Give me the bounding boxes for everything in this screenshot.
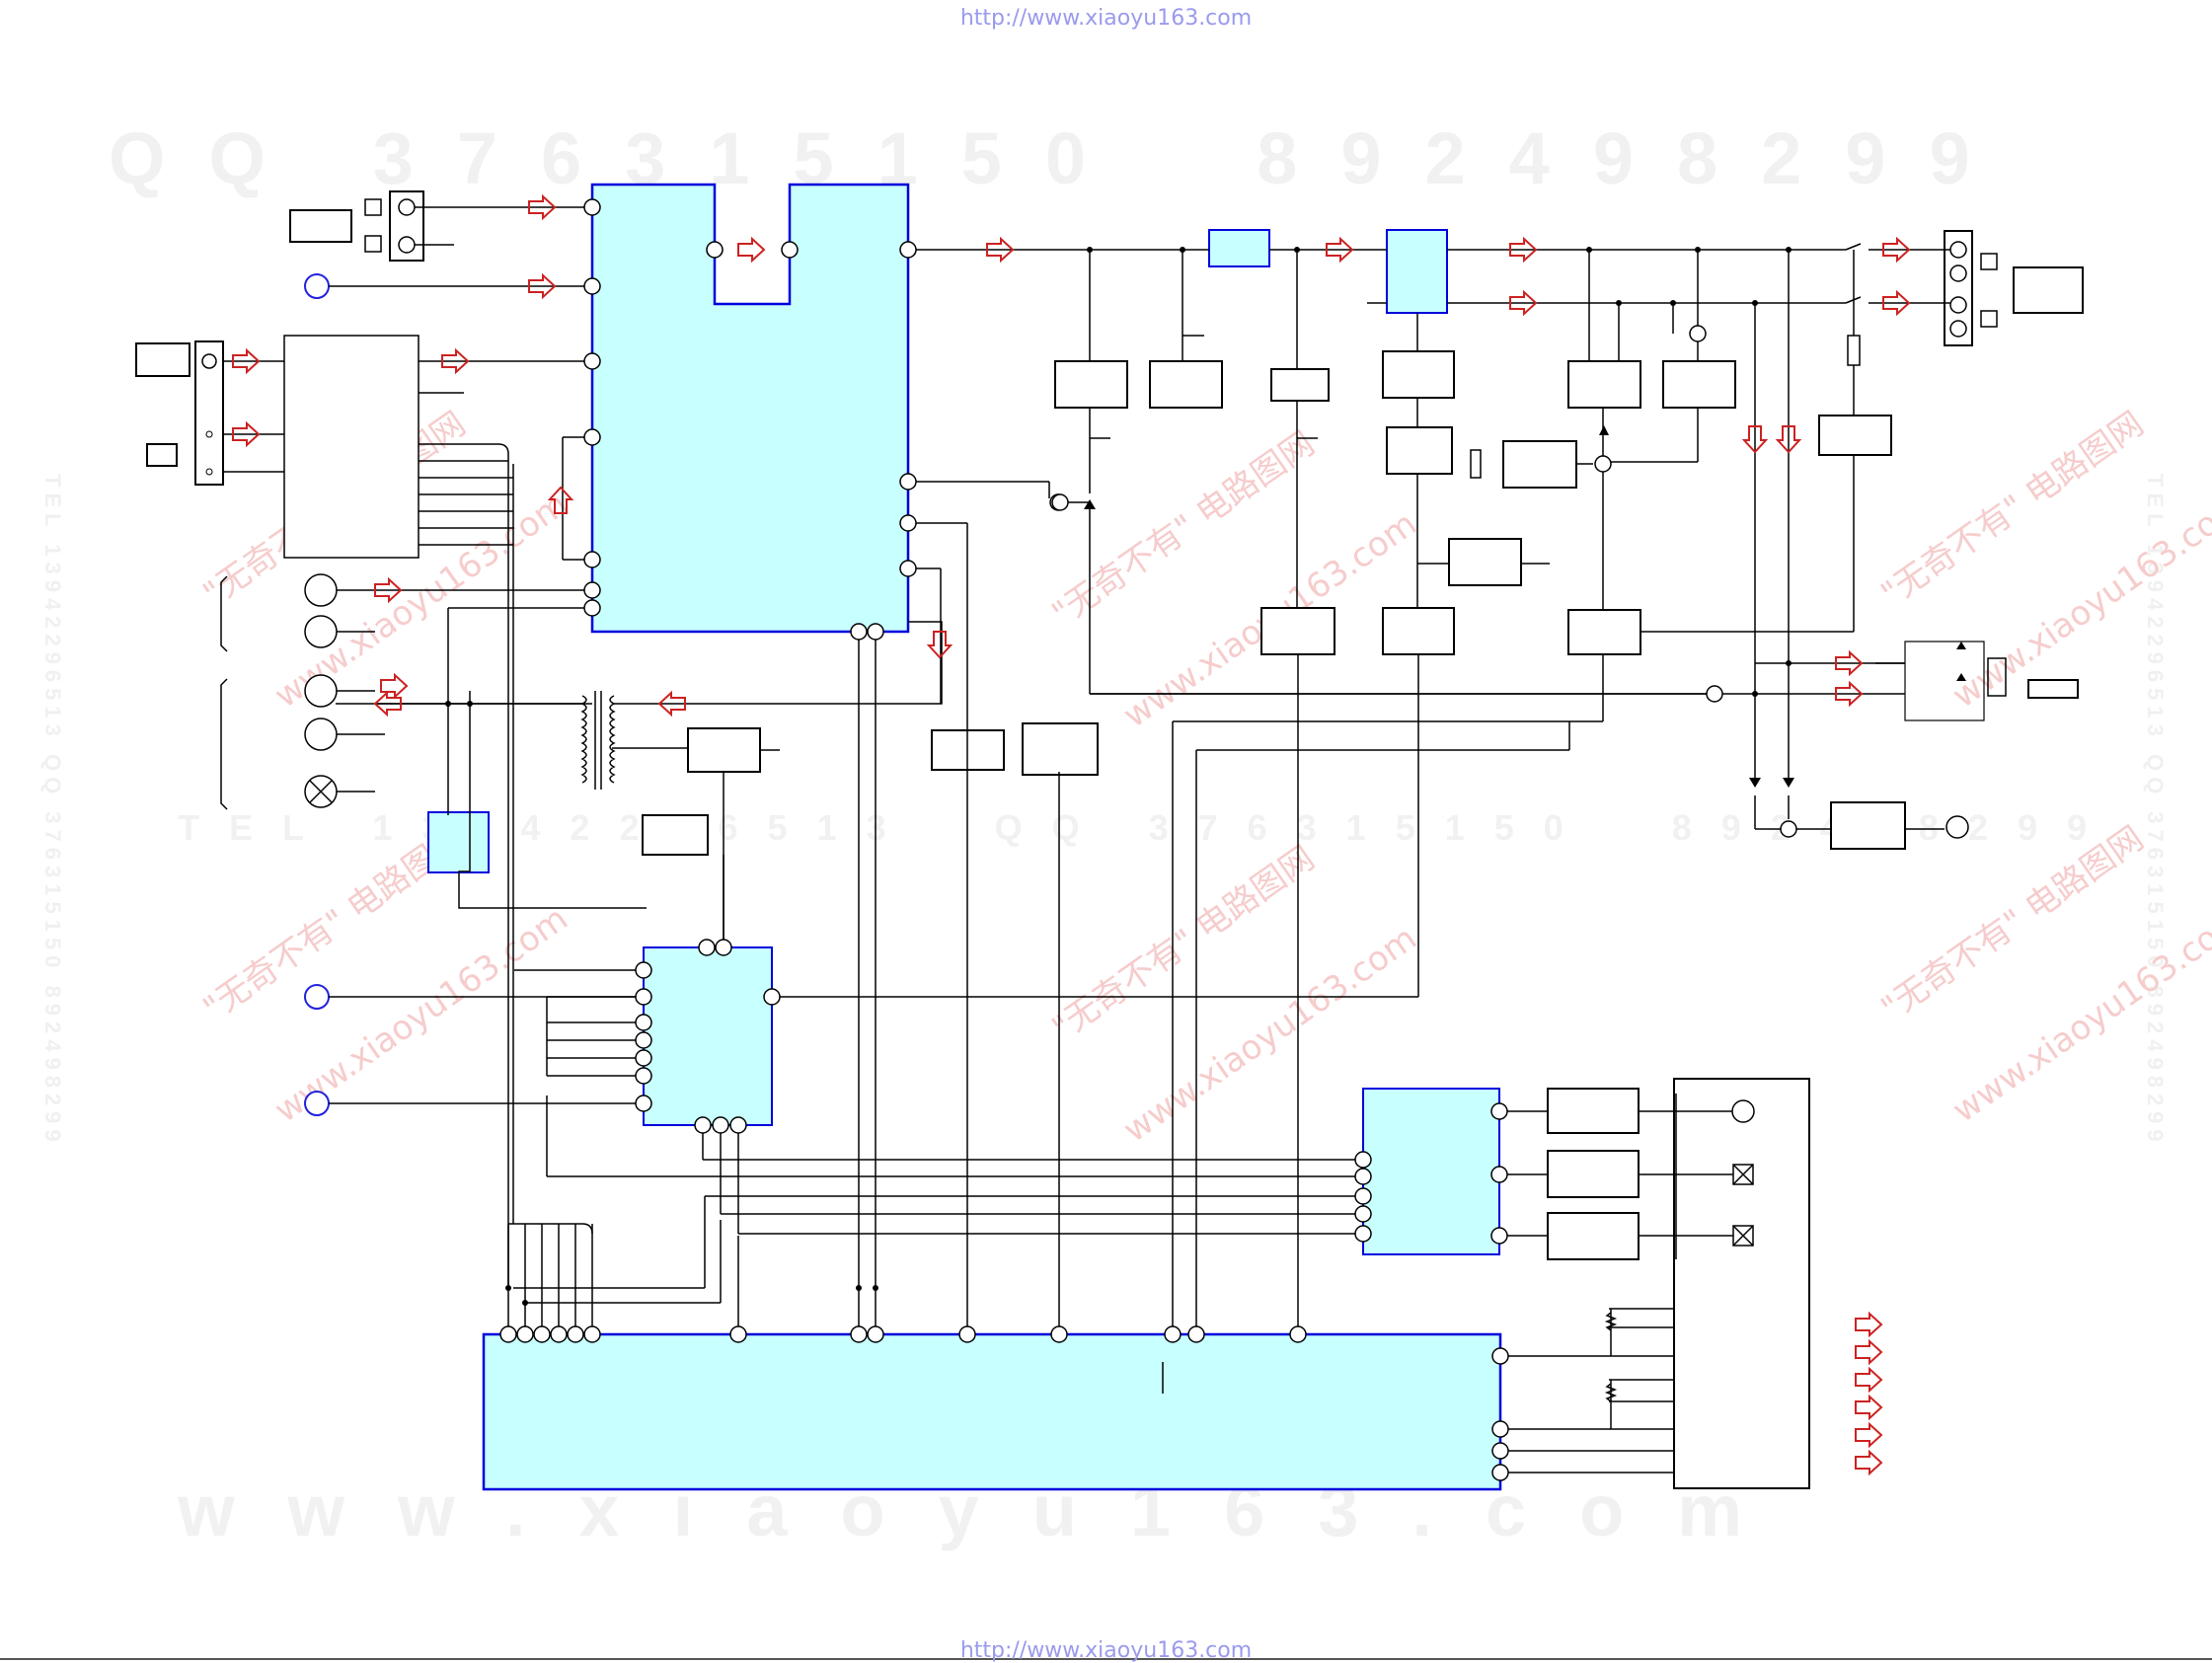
block-input-selector — [283, 335, 420, 559]
watermark-tel: TEL 13942296513 QQ 376315150 892498299 — [178, 807, 2116, 848]
ic-small-top — [1208, 229, 1270, 267]
ic-middle-controller — [643, 946, 773, 1126]
block-u — [1547, 1212, 1640, 1260]
ic-regulator — [427, 811, 490, 873]
block-k — [1260, 607, 1335, 655]
watermark-side-right: TEL 13942296513 QQ 376315150 892498299 — [2143, 474, 2168, 1148]
connector-input-top — [364, 190, 424, 262]
page-bottom-rule — [0, 1658, 2212, 1660]
ic-main-processor — [590, 183, 910, 634]
block-p — [687, 727, 761, 773]
block-d — [1382, 350, 1455, 399]
block-h — [1502, 440, 1577, 489]
block-c — [1270, 368, 1330, 402]
block-j — [1448, 538, 1522, 586]
block-left-tag-3 — [146, 443, 178, 467]
terminal-ring-2 — [304, 984, 330, 1010]
block-panel-frame — [1673, 1078, 1810, 1489]
block-e — [1567, 360, 1641, 409]
block-right-tag-1 — [2013, 266, 2084, 314]
block-b — [1149, 360, 1223, 409]
ic-system-controller — [482, 1332, 1502, 1491]
footer-url: http://www.xiaoyu163.com — [959, 1638, 1253, 1663]
block-m — [1567, 609, 1641, 655]
block-g — [1386, 426, 1453, 475]
block-r — [1830, 801, 1906, 850]
terminal-ring-3 — [304, 1091, 330, 1116]
wiring — [223, 206, 1950, 1474]
block-q — [642, 814, 709, 856]
block-a — [1054, 360, 1128, 409]
block-t — [1547, 1150, 1640, 1198]
ic-output-amp — [1386, 229, 1448, 314]
connector-speaker-output — [1944, 230, 1998, 346]
transformer — [580, 691, 616, 790]
ic-motor-driver — [1362, 1088, 1500, 1255]
potentiometers — [1470, 335, 1861, 1402]
plain-blocks — [135, 209, 2084, 1489]
header-url: http://www.xiaoyu163.com — [959, 6, 1253, 31]
block-i — [1818, 415, 1892, 456]
terminal-rings — [304, 273, 330, 1116]
connector-headphone-jack — [1904, 641, 2007, 721]
block-s — [1547, 1088, 1640, 1134]
connector-input-left — [194, 340, 224, 486]
junction-dots — [445, 247, 1792, 1306]
indicator-lamps — [220, 573, 338, 810]
pin-circles — [499, 198, 1797, 1481]
block-f — [1662, 360, 1736, 409]
motor-symbols — [1731, 815, 1969, 1247]
block-left-tag-2 — [135, 342, 191, 377]
block-o — [1022, 722, 1099, 776]
terminal-ring-1 — [304, 273, 330, 299]
block-right-tag-2 — [2027, 679, 2079, 699]
block-l — [1382, 607, 1455, 655]
block-left-tag-1 — [289, 209, 352, 243]
diodes — [1084, 425, 1966, 788]
watermark-side-left: TEL 13942296513 QQ 376315150 892498299 — [40, 474, 65, 1148]
watermark-qq: QQ 376315150 892498299 — [109, 117, 2014, 199]
